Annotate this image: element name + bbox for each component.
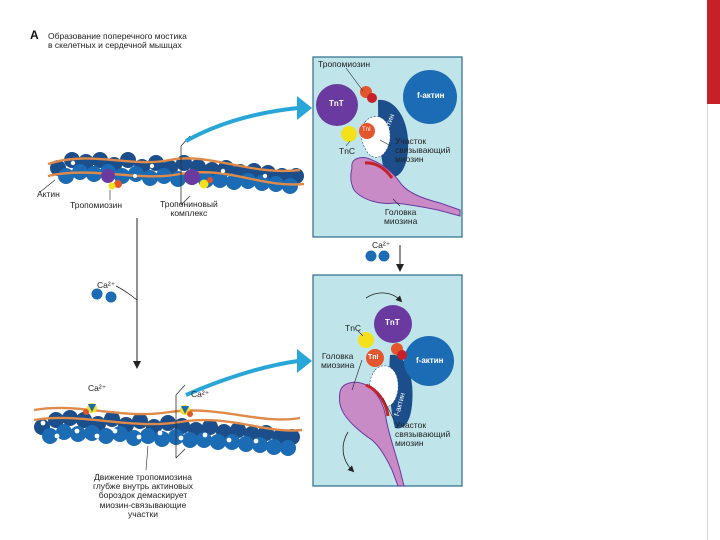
bottom-swing-arrow-left	[342, 431, 355, 473]
bottom-label-binding-site-2: связывающий	[395, 429, 451, 440]
bottom-label-myosin-head-2: миозина	[321, 360, 355, 371]
top-label-tropomyosin: Тропомиозин	[318, 59, 371, 69]
bottom-swing-arrow-top	[365, 292, 403, 303]
ca-ion-mid-2	[378, 250, 390, 262]
top-pointer-tropomyosin	[345, 67, 364, 92]
bottom-label-binding-site-3: миозин	[395, 438, 424, 449]
ca-ion-left-1	[91, 288, 103, 300]
lower-troponin-bracket	[175, 384, 186, 459]
panel-title-line2: в скелетных и сердечной мышцах	[48, 40, 182, 51]
bottom-myosin-red-edge	[365, 383, 390, 417]
bottom-label-binding-site: Участок связывающий миозин	[395, 420, 451, 449]
top-pointer-myosin-head	[392, 198, 401, 207]
bottom-label-tni: TnI	[368, 354, 379, 361]
accent-bar	[707, 0, 720, 104]
top-tnc-ball	[341, 126, 357, 142]
top-label-binding-site-1: Участок	[395, 136, 427, 146]
bottom-pointer-tnc	[357, 330, 364, 337]
lower-actin-filament	[33, 403, 303, 456]
top-label-tnc: TnC	[339, 146, 356, 156]
bottom-zoom-arrow-shaft	[185, 359, 299, 397]
calcium-join-curve	[115, 285, 138, 301]
caption-line2: глубже внутрь актиновых	[92, 481, 194, 492]
top-label-myosin-head-1: Головка	[384, 207, 417, 217]
bottom-tnc-ball	[358, 332, 374, 348]
bottom-tnt-ball	[374, 305, 412, 343]
bottom-pointer-myosin-head	[351, 359, 363, 391]
bottom-zoom-arrow-head	[297, 349, 312, 373]
label-actin: Актин	[37, 189, 60, 199]
caption-line1: Движение тропомиозина	[94, 472, 192, 482]
upper-actin-filament	[47, 152, 305, 194]
bottom-label-tnt: TnT	[385, 318, 400, 327]
top-tni-ball	[359, 123, 375, 139]
top-label-binding-site-3: миозин	[395, 154, 424, 165]
bottom-label-myosin-head-1: Головка	[321, 351, 354, 361]
bottom-pointer-binding	[382, 397, 395, 421]
top-label-binding-site-2: связывающий	[395, 145, 451, 156]
top-tnt-ball	[316, 84, 358, 126]
top-label-myosin-head-2: миозина	[384, 216, 418, 227]
bottom-small-red-2	[397, 350, 407, 360]
lower-pointer-caption	[145, 445, 149, 471]
top-myosin-red-edge	[364, 161, 394, 179]
caption: Движение тропомиозина глубже внутрь акти…	[80, 472, 206, 519]
top-pointer-tnc	[345, 140, 351, 147]
caption-line5: участки	[127, 508, 158, 519]
label-ca-left: Ca²⁺	[97, 280, 116, 290]
bottom-tni-ball	[366, 349, 384, 367]
top-label-binding-site: Участок связывающий миозин	[395, 136, 451, 165]
label-ca-lower-left: Ca²⁺	[88, 383, 107, 393]
bottom-label-binding-site-1: Участок	[395, 420, 427, 430]
panel-title-line1: Образование поперечного мостика	[48, 31, 187, 41]
top-zoom-arrow-head	[297, 96, 312, 120]
upper-pointer-actin	[39, 179, 56, 193]
label-ca-lower-right: Ca²⁺	[191, 389, 210, 399]
label-ca-mid: Ca²⁺	[372, 240, 391, 250]
label-troponin-complex-2: комплекс	[170, 208, 208, 219]
top-label-f-actin-ball: f-актин	[417, 91, 445, 100]
caption-line4: миозин-связывающие	[99, 499, 187, 510]
caption-line3: бороздок демаскирует	[98, 490, 188, 501]
ca-ion-left-2	[105, 291, 117, 303]
top-small-red-2	[367, 93, 377, 103]
top-pointer-binding	[379, 139, 392, 147]
bottom-f-actin-ball	[404, 336, 454, 386]
ca-ion-mid-1	[365, 250, 377, 262]
top-f-actin-strip	[378, 99, 409, 178]
label-troponin-complex-1: Тропониновый	[160, 199, 218, 209]
bottom-label-tnc: TnC	[345, 323, 362, 333]
top-f-actin-ball	[403, 70, 457, 124]
top-label-myosin-head: Головка миозина	[384, 207, 418, 227]
top-label-tnt: TnT	[329, 99, 344, 108]
top-myosin-head	[350, 157, 461, 217]
top-label-tni: TnI	[362, 127, 371, 133]
top-zoom-arrow-shaft	[185, 106, 299, 143]
bottom-label-myosin-head: Головка миозина	[321, 351, 355, 371]
label-troponin-complex: Тропониновый комплекс	[160, 199, 218, 219]
bottom-label-f-actin-ball: f-актин	[416, 356, 444, 365]
panel-letter: А	[30, 28, 39, 42]
label-tropomyosin: Тропомиозин	[70, 200, 123, 210]
panel-title: Образование поперечного мостика в скелет…	[48, 31, 187, 51]
right-divider	[707, 104, 708, 540]
